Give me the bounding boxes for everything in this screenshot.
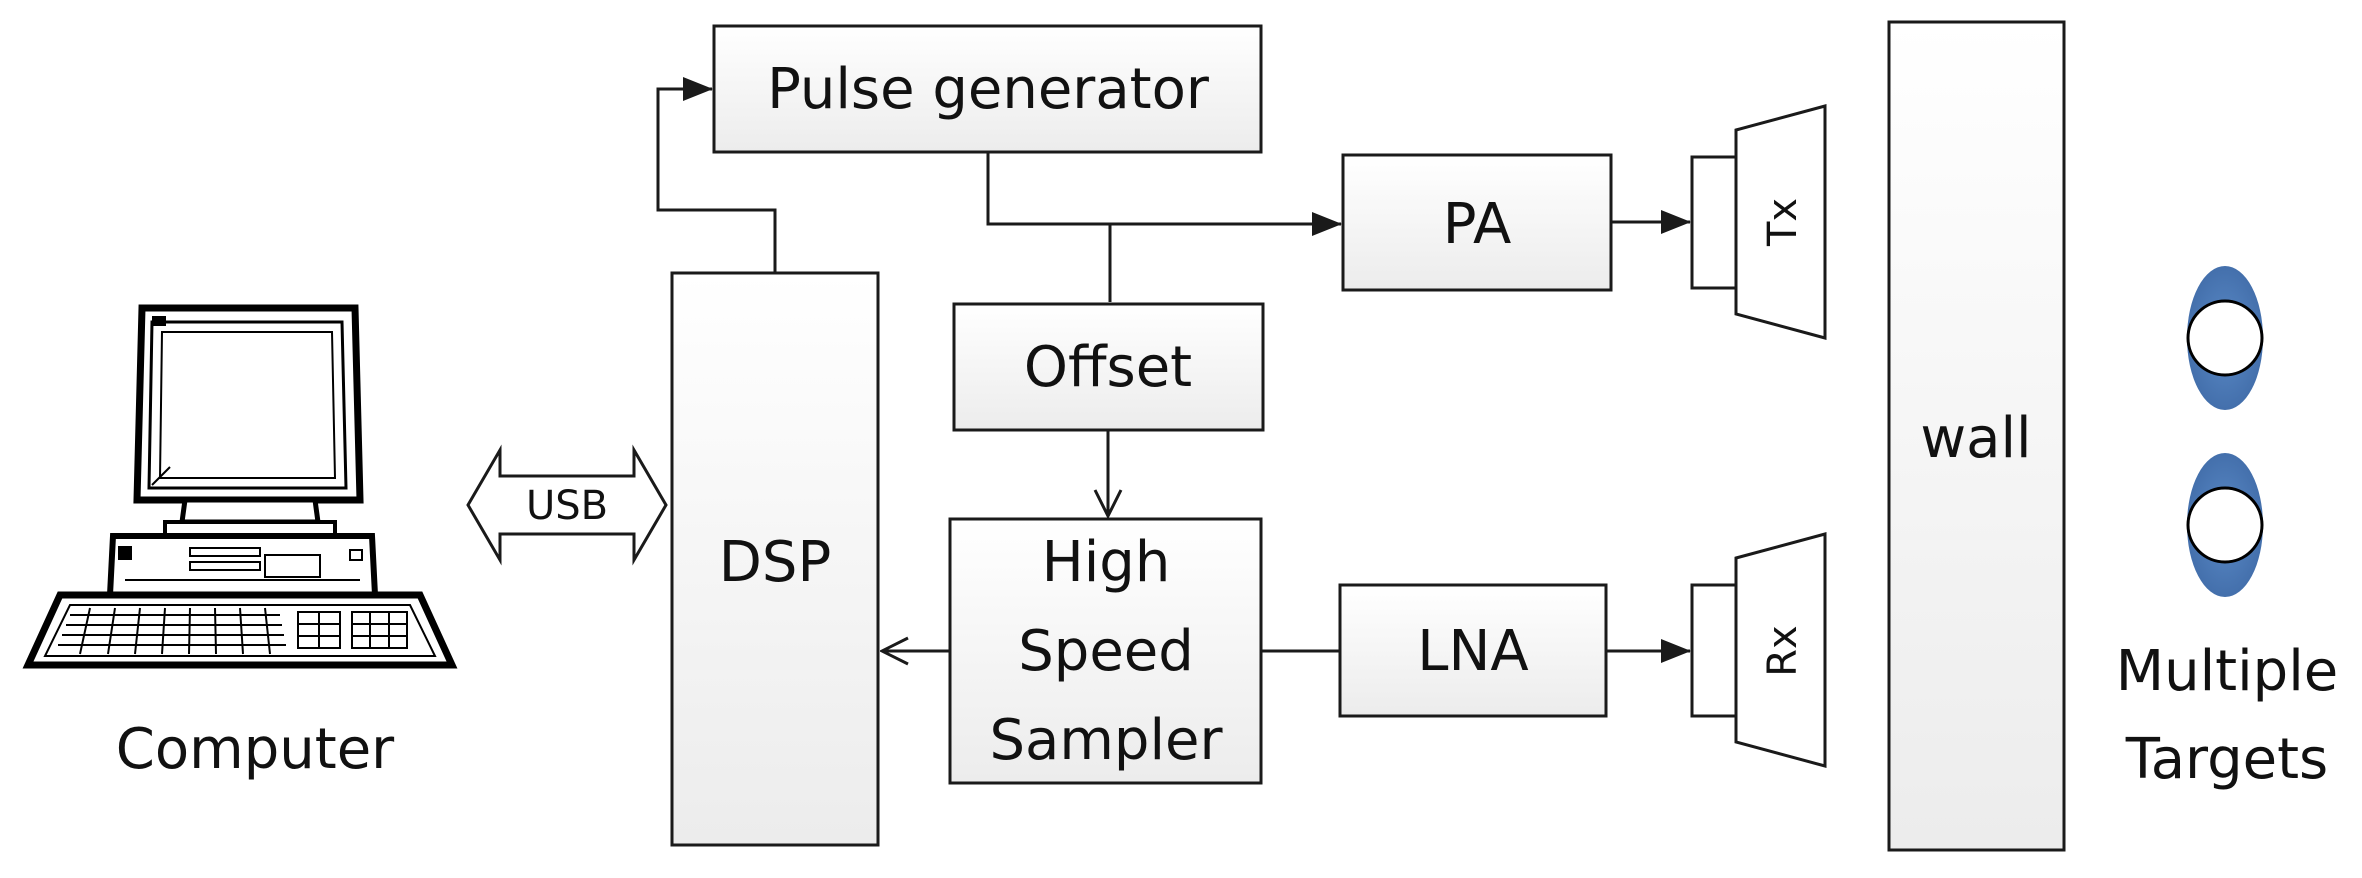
pulse-generator-block bbox=[712, 24, 1263, 154]
pulse-generator-label: Pulse generator bbox=[767, 57, 1210, 122]
rx-label: Rx bbox=[1760, 625, 1806, 676]
rx-antenna-icon bbox=[1690, 532, 1827, 768]
targets-label-1: Multiple bbox=[2116, 639, 2338, 704]
targets-label-2: Targets bbox=[2125, 727, 2328, 792]
sampler-label-2: Speed bbox=[1018, 619, 1194, 684]
wall-label: wall bbox=[1920, 406, 2031, 471]
target-icon bbox=[2186, 453, 2264, 597]
offset-label: Offset bbox=[1024, 335, 1192, 400]
offset-block bbox=[952, 302, 1265, 432]
wall-block bbox=[1887, 20, 2066, 852]
pa-label: PA bbox=[1443, 192, 1512, 257]
tx-antenna-icon bbox=[1690, 104, 1827, 340]
pulse-to-pa-line bbox=[986, 152, 1342, 236]
usb-label: USB bbox=[526, 483, 608, 529]
usb-arrow bbox=[466, 444, 668, 566]
sampler-label-3: Sampler bbox=[990, 708, 1224, 773]
dsp-to-pulse-line bbox=[656, 77, 777, 273]
sampler-label-1: High bbox=[1042, 530, 1171, 595]
computer-label: Computer bbox=[116, 717, 395, 782]
lna-label: LNA bbox=[1417, 619, 1528, 684]
dsp-label: DSP bbox=[719, 530, 831, 595]
sampler-block bbox=[948, 517, 1263, 785]
computer-icon bbox=[22, 304, 458, 669]
lna-block bbox=[1338, 583, 1608, 718]
target-icon bbox=[2186, 266, 2264, 410]
tx-label: Tx bbox=[1760, 198, 1806, 247]
